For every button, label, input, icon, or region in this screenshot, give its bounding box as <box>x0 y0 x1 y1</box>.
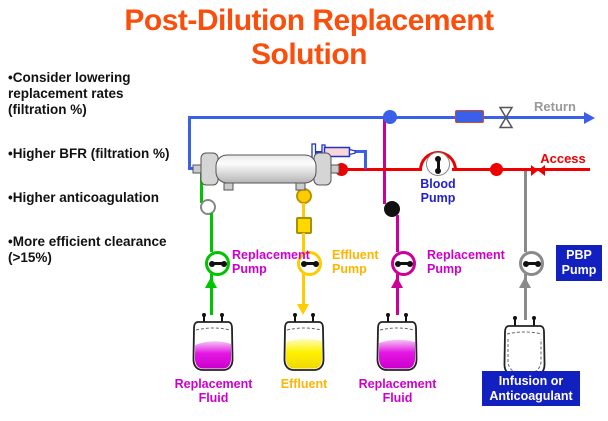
blood-pump-label: Blood Pump <box>420 177 456 205</box>
bullet-item: •Consider lowering replacement rates (fi… <box>8 70 131 117</box>
pbp-pump-icon <box>519 251 544 276</box>
replacement-pump-left-icon <box>205 251 230 276</box>
replacement-pump-left-label: Replacement Pump <box>232 248 310 276</box>
syringe-icon <box>311 143 356 161</box>
effluent-line <box>302 203 305 219</box>
pbp-line <box>524 274 527 320</box>
flow-arrow-up-icon <box>519 277 531 288</box>
effluent-pump-icon <box>297 251 322 276</box>
return-junction-dot <box>383 110 397 124</box>
return-line <box>188 116 191 170</box>
replacement-line-left <box>200 170 203 203</box>
return-arrow-icon <box>584 111 595 124</box>
replacement-line-ball-icon <box>384 201 400 217</box>
flow-arrow-down-icon <box>296 304 309 315</box>
access-clamp-icon <box>531 165 545 176</box>
blood-pump-icon <box>426 152 450 176</box>
pump-rotor-icon <box>436 157 440 171</box>
effluent-sensor-icon <box>296 217 312 234</box>
bag-label-replacement-left: Replacement Fluid <box>174 377 253 405</box>
replacement-fluid-bag-right <box>376 313 418 371</box>
return-label: Return <box>534 99 576 114</box>
effluent-pump-label: Effluent Pump <box>332 248 379 276</box>
bag-label-effluent: Effluent <box>280 377 328 391</box>
replacement-fluid-bag-left <box>192 313 234 371</box>
effluent-line <box>302 233 305 252</box>
bullet-item: •Higher anticoagulation <box>8 190 159 205</box>
flow-arrow-up-icon <box>205 277 217 288</box>
access-line <box>452 168 590 171</box>
replacement-line-bubble-icon <box>200 199 216 215</box>
effluent-line <box>302 274 305 308</box>
replacement-line-right <box>396 274 399 315</box>
bullet-item: •Higher BFR (filtration %) <box>8 146 170 161</box>
access-port-dot <box>490 163 503 176</box>
page-title: Post-Dilution Replacement Solution <box>124 4 494 71</box>
bag-label-infusion: Infusion or Anticoagulant <box>482 371 580 406</box>
air-detector-icon <box>455 110 484 123</box>
replacement-line-left <box>210 274 213 315</box>
pump-rotor-icon <box>208 260 227 267</box>
return-clamp-icon <box>498 106 514 129</box>
flow-arrow-up-icon <box>391 277 403 288</box>
replacement-pump-right-label: Replacement Pump <box>427 248 505 276</box>
replacement-line-right <box>396 215 399 252</box>
pbp-pump-label: PBP Pump <box>556 245 602 281</box>
pump-rotor-icon <box>300 260 319 267</box>
effluent-bag <box>283 313 325 371</box>
replacement-pump-right-icon <box>391 251 416 276</box>
pump-rotor-icon <box>522 260 541 267</box>
access-label: Access <box>540 151 586 166</box>
replacement-line-left <box>210 213 213 252</box>
syringe-line <box>354 150 367 153</box>
access-line <box>336 168 422 171</box>
replacement-line-right <box>383 119 386 204</box>
bag-label-replacement-right: Replacement Fluid <box>358 377 437 405</box>
infusion-bag <box>503 316 546 376</box>
pump-rotor-icon <box>394 260 413 267</box>
pbp-line <box>524 171 527 252</box>
bullet-list: •Consider lowering replacement rates (fi… <box>8 70 180 294</box>
dialyzer-filter-icon <box>192 152 340 191</box>
syringe-line <box>364 150 367 169</box>
bullet-item: •More efficient clearance (>15%) <box>8 234 167 265</box>
